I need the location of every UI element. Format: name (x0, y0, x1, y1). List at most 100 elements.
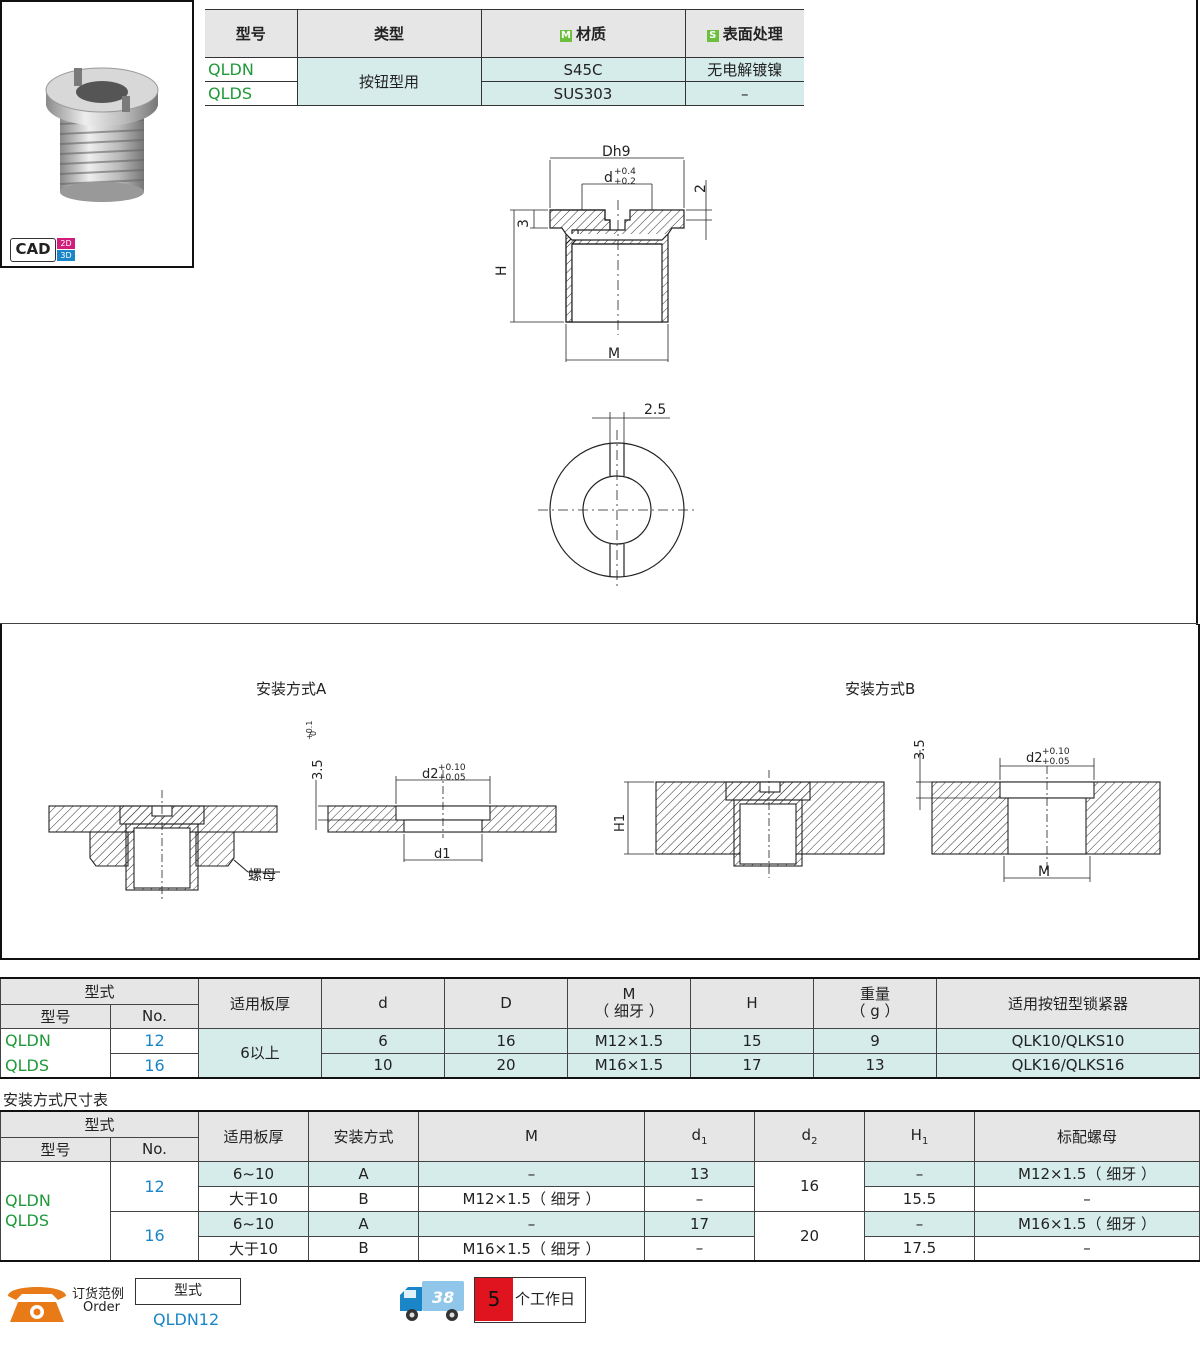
inst-d1: 17 (644, 1210, 755, 1237)
table-row: 16 6~10 A – 17 20 – M16×1.5（ 细牙 ） (1, 1210, 1200, 1262)
spec-header-weight-label: 重量 (859, 985, 890, 1004)
material-tag-icon: M (559, 30, 572, 42)
dim-m: M (608, 346, 620, 362)
surface-value: – (684, 81, 804, 106)
model-qlds: QLDS (205, 81, 298, 106)
install-a-depth: 3.5 (311, 759, 326, 780)
spec-D: 16 (444, 1027, 568, 1054)
spec-header-m-sub: （ 细牙 ） (594, 1002, 664, 1021)
install-drawing: 螺母 d1 d2 +0.10 +0.05 3.5 +0.1 0 H1 M d2 … (48, 721, 1161, 900)
surface-value: 无电解镀镍 (684, 57, 804, 82)
inst-header-d1-label: d (691, 1125, 702, 1144)
inst-nut: – (974, 1185, 1200, 1212)
spec-model-qlds: QLDS (0, 1053, 111, 1079)
spec-header-model: 型号 (0, 1003, 111, 1029)
table-row: QLDS SUS303 – (205, 81, 804, 106)
dim-two: 2 (693, 184, 709, 193)
inst-m: M12×1.5（ 细牙 ） (418, 1185, 645, 1212)
spec-lock: QLK10/QLKS10 (936, 1027, 1200, 1054)
install-a-depth-up: +0.1 (305, 721, 314, 740)
inst-header-form: 型式 (0, 1110, 199, 1138)
spec-plate: 6以上 (198, 1027, 322, 1079)
material-value: SUS303 (480, 81, 686, 106)
truck-label: 38 (432, 1288, 454, 1307)
inst-header-d1: d1 (644, 1110, 755, 1162)
top-border-line (0, 623, 1198, 624)
spec-header-no: No. (110, 1003, 199, 1029)
inst-h1: – (864, 1160, 975, 1187)
delivery-days-label: 个工作日 (515, 1290, 576, 1308)
delivery-days: 5 (475, 1278, 513, 1321)
install-a-title: 安装方式A (256, 680, 327, 698)
inst-nut: M16×1.5（ 细牙 ） (974, 1210, 1200, 1237)
spec-header-form: 型式 (0, 977, 199, 1005)
cad-label: CAD (10, 238, 56, 262)
inst-header-h1-sub: 1 (921, 1135, 929, 1147)
inst-header-h1: H1 (864, 1110, 975, 1162)
inst-h1: 17.5 (864, 1235, 975, 1262)
spec-h: 17 (690, 1052, 814, 1079)
spec-header-m-label: M (622, 985, 636, 1004)
table-row: 大于10 B M12×1.5（ 细牙 ） – 15.5 – (1, 1185, 1200, 1212)
dim-d-tol-up: +0.4 (614, 167, 636, 177)
table-row: QLDN 12 6以上 6 16 M12×1.5 15 9 QLK10/QLKS… (0, 1027, 1200, 1079)
inst-nut: – (974, 1235, 1200, 1262)
install-panel (0, 624, 1200, 960)
model-qldn: QLDN (205, 57, 298, 82)
inst-header-m: M (418, 1110, 645, 1162)
spec-header-weight-unit: （ g ） (850, 1002, 900, 1021)
cad-2d-badge[interactable]: 2D (57, 238, 75, 249)
spec-weight: 9 (813, 1027, 937, 1054)
inst-header-no: No. (110, 1136, 199, 1162)
header-surface-label: 表面处理 (722, 25, 783, 43)
product-photo-box: CAD 2D 3D (0, 0, 194, 268)
install-nut-label: 螺母 (248, 868, 276, 884)
spec-model-qldn: QLDN (0, 1027, 111, 1053)
spec-no: 12 (110, 1027, 199, 1054)
inst-header-plate: 适用板厚 (198, 1110, 309, 1162)
install-b-m: M (1038, 864, 1050, 880)
install-a-d2-up: +0.10 (438, 763, 466, 773)
inst-d1: – (644, 1185, 755, 1212)
install-a-d1: d1 (434, 847, 451, 862)
inst-no: 12 (110, 1160, 199, 1212)
cad-3d-badge[interactable]: 3D (57, 250, 75, 261)
cad-badge[interactable]: CAD 2D 3D (10, 238, 78, 262)
spec-header-lock: 适用按钮型锁紧器 (936, 977, 1200, 1029)
inst-header-d2-label: d (801, 1125, 812, 1144)
install-table: 型式 适用板厚 安装方式 M d1 d2 H1 标配螺母 型号 No. QLDN… (0, 1110, 1200, 1262)
delivery-box: 5 个工作日 (474, 1277, 586, 1323)
install-a-d2: d2 (422, 767, 439, 782)
install-b-d2: d2 (1026, 751, 1043, 766)
inst-method: B (308, 1185, 419, 1212)
inst-m: M16×1.5（ 细牙 ） (418, 1235, 645, 1262)
table-row: QLDN 按钮型用 S45C 无电解镀镍 (205, 57, 804, 106)
spec-header-plate: 适用板厚 (198, 977, 322, 1029)
dim-three: 3 (516, 219, 532, 228)
table-row: QLDS 16 10 20 M16×1.5 17 13 QLK16/QLKS16 (0, 1052, 1200, 1079)
header-type: 类型 (296, 9, 482, 58)
inst-no: 16 (110, 1210, 199, 1262)
install-a-depth-lo: 0 (309, 731, 318, 736)
install-b-depth: 3.5 (913, 739, 928, 760)
install-a-d2-lo: +0.05 (438, 773, 466, 783)
inst-plate: 6~10 (198, 1160, 309, 1187)
inst-header-d2: d2 (754, 1110, 865, 1162)
dim-d-tol-lo: +0.2 (614, 177, 636, 187)
spec-header-d: d (321, 977, 445, 1029)
spec-m: M12×1.5 (567, 1027, 691, 1054)
spec-header-D: D (444, 977, 568, 1029)
dim-d: d (604, 170, 613, 186)
type-value: 按钮型用 (296, 57, 482, 106)
spec-d: 6 (321, 1027, 445, 1054)
spec-D: 20 (444, 1052, 568, 1079)
order-example: QLDN12 (153, 1310, 220, 1329)
spec-weight: 13 (813, 1052, 937, 1079)
spec-d: 10 (321, 1052, 445, 1079)
spec-lock: QLK16/QLKS16 (936, 1052, 1200, 1079)
inst-h1: 15.5 (864, 1185, 975, 1212)
